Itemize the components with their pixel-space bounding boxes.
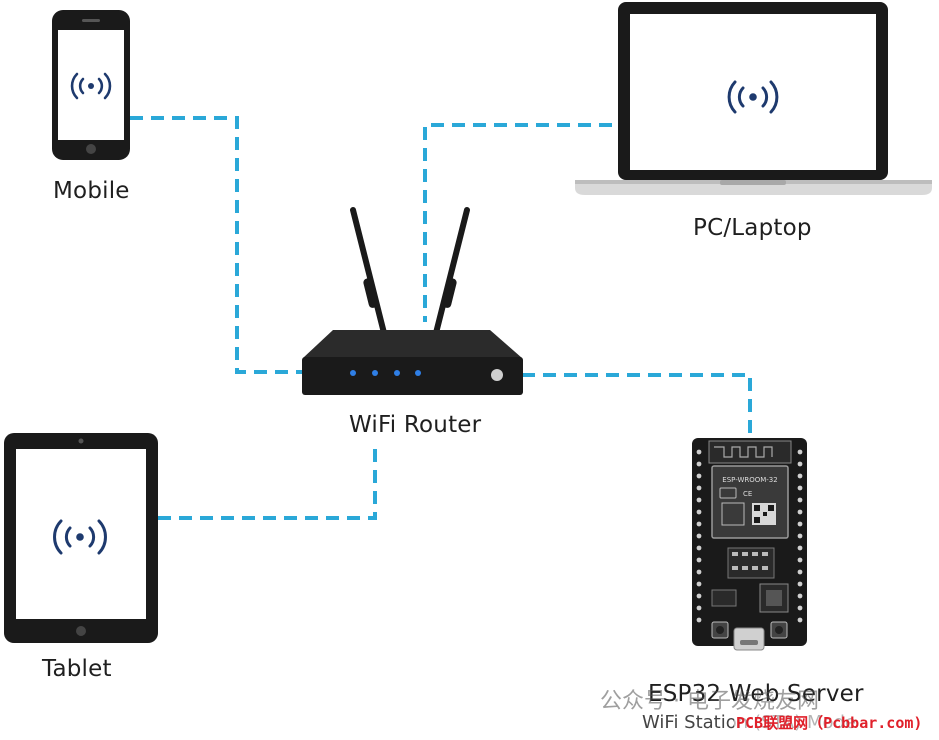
wifi-signal-icon: [70, 72, 112, 100]
usb-port-icon: [733, 627, 765, 651]
wifi-signal-icon: [53, 519, 107, 555]
router-led: [415, 370, 421, 376]
tablet-device: [4, 433, 158, 643]
esp32-pins-left: [696, 449, 702, 623]
router-led: [350, 370, 356, 376]
mobile-label: Mobile: [53, 178, 130, 204]
laptop-label: PC/Laptop: [693, 215, 812, 241]
esp32-module-text: ESP-WROOM-32: [722, 476, 777, 484]
tablet-label: Tablet: [42, 656, 112, 682]
connection-tablet-router: [158, 448, 377, 520]
esp32-board: ESP-WROOM-32 CE: [692, 438, 807, 651]
esp32-label: ESP32 Web Server: [648, 681, 864, 707]
connection-mobile-router: [130, 116, 303, 374]
mobile-device: [52, 10, 130, 160]
connection-lines: [130, 116, 752, 520]
laptop-device: [575, 2, 932, 195]
connection-router-esp32: [522, 373, 752, 438]
esp32-ce-mark: CE: [743, 490, 752, 498]
wifi-signal-icon: [727, 80, 779, 114]
watermark-source: PCB联盟网（Pcbbar.com): [734, 712, 925, 733]
router-power-button: [491, 369, 503, 381]
watermark-account: 公众号 · 电子发烧友网: [600, 689, 819, 714]
router-device: [302, 207, 523, 395]
esp32-pins-right: [797, 449, 803, 623]
router-led: [394, 370, 400, 376]
router-led: [372, 370, 378, 376]
connection-laptop-router: [423, 123, 612, 322]
router-label: WiFi Router: [349, 412, 482, 438]
